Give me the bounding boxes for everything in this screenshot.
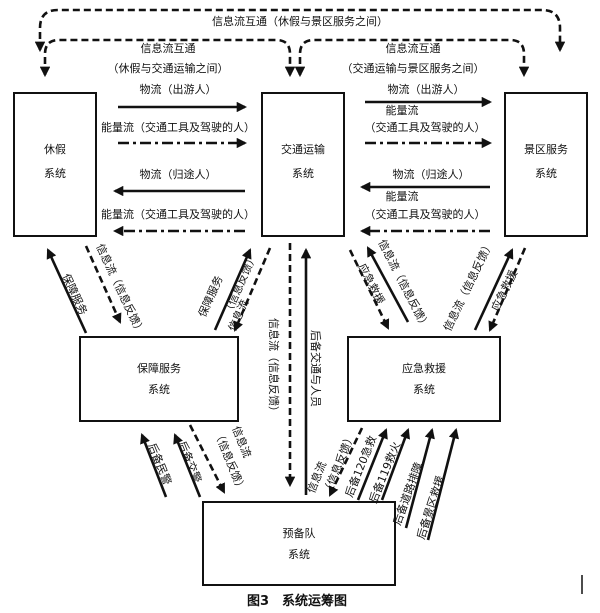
box-reserve: 预备队 系统	[202, 501, 396, 586]
label-vacation-support-service: 保障服务	[59, 271, 90, 317]
box-vacation: 休假 系统	[13, 92, 97, 237]
arrow-transport-to-support-info	[233, 247, 272, 332]
arc-transport-scenic	[294, 38, 530, 78]
label-left-out-material: 物流（出游人）	[140, 82, 217, 96]
label-reserve-support-police: 后备民警	[145, 441, 174, 487]
arrow-reserve-to-support-police	[140, 433, 168, 498]
arrow-reserve-to-rescue-119	[380, 428, 410, 501]
label-right-back-energy-1: 能量流	[386, 189, 419, 203]
label-left-info-sub: （休假与交通运输之间）	[108, 61, 229, 75]
arrow-reserve-to-rescue-scenic	[426, 427, 459, 541]
arc-vacation-scenic	[34, 8, 566, 53]
box-vacation-line2: 系统	[44, 167, 66, 180]
box-transport-line2: 系统	[292, 167, 314, 180]
box-rescue-line2: 系统	[413, 383, 435, 396]
box-transport: 交通运输 系统	[261, 92, 345, 237]
label-right-info-title: 信息流互通	[386, 41, 441, 55]
box-scenic-line1: 景区服务	[524, 143, 568, 156]
box-scenic: 景区服务 系统	[504, 92, 588, 237]
arrow-rescue-to-scenic	[473, 248, 514, 331]
label-right-out-material: 物流（出游人）	[388, 82, 465, 96]
label-vacation-support-info: 信息流（信息反馈）	[93, 241, 148, 337]
label-scenic-rescue-info: 信息流（信息反馈）	[440, 238, 496, 333]
label-left-back-energy: 能量流（交通工具及驾驶的人）	[101, 207, 255, 221]
box-transport-line1: 交通运输	[281, 142, 325, 156]
box-support: 保障服务 系统	[79, 336, 239, 422]
label-right-out-energy-2: （交通工具及驾驶的人）	[365, 120, 486, 134]
arrow-support-to-transport	[213, 248, 252, 331]
label-right-info-sub: （交通运输与景区服务之间）	[342, 61, 485, 75]
label-left-info-title: 信息流互通	[141, 41, 196, 55]
figure-caption: 图3 系统运筹图	[247, 593, 347, 609]
label-right-back-energy-2: （交通工具及驾驶的人）	[365, 207, 486, 221]
box-reserve-line2: 系统	[288, 548, 310, 561]
arrow-support-to-reserve-info	[188, 424, 226, 494]
label-transport-rescue-service: 应急救援	[355, 261, 387, 307]
arc-vacation-transport	[39, 38, 296, 78]
label-right-back-material: 物流（归途人）	[393, 167, 470, 181]
arrow-support-to-vacation	[46, 248, 88, 334]
box-scenic-line2: 系统	[535, 167, 557, 180]
box-support-line2: 系统	[148, 383, 170, 396]
label-reserve-transport-backup: 后备交通与人员	[309, 330, 323, 407]
arrow-vacation-to-support-info	[84, 245, 122, 324]
label-outer-info: 信息流互通（休假与景区服务之间）	[212, 14, 388, 28]
box-rescue-line1: 应急救援	[402, 361, 446, 375]
label-left-back-material: 物流（归途人）	[140, 167, 217, 181]
arrow-reserve-to-rescue-120	[356, 428, 388, 501]
label-right-out-energy-1: 能量流	[386, 103, 419, 117]
arrow-reserve-to-rescue-road	[404, 427, 435, 529]
box-support-line1: 保障服务	[137, 361, 181, 375]
box-vacation-line1: 休假	[44, 142, 66, 156]
arrow-rescue-to-transport	[366, 246, 410, 323]
arrow-transport-to-rescue-info	[348, 249, 390, 330]
arrow-reserve-to-support-traffic	[173, 433, 202, 498]
label-transport-reserve-info: 信息流（信息反馈）	[267, 318, 281, 417]
box-rescue: 应急救援 系统	[347, 336, 501, 422]
label-left-out-energy: 能量流（交通工具及驾驶的人）	[101, 120, 255, 134]
arrow-rescue-to-reserve-info	[328, 427, 364, 497]
arrow-scenic-to-rescue-info	[488, 247, 527, 332]
box-reserve-line1: 预备队	[283, 526, 316, 540]
